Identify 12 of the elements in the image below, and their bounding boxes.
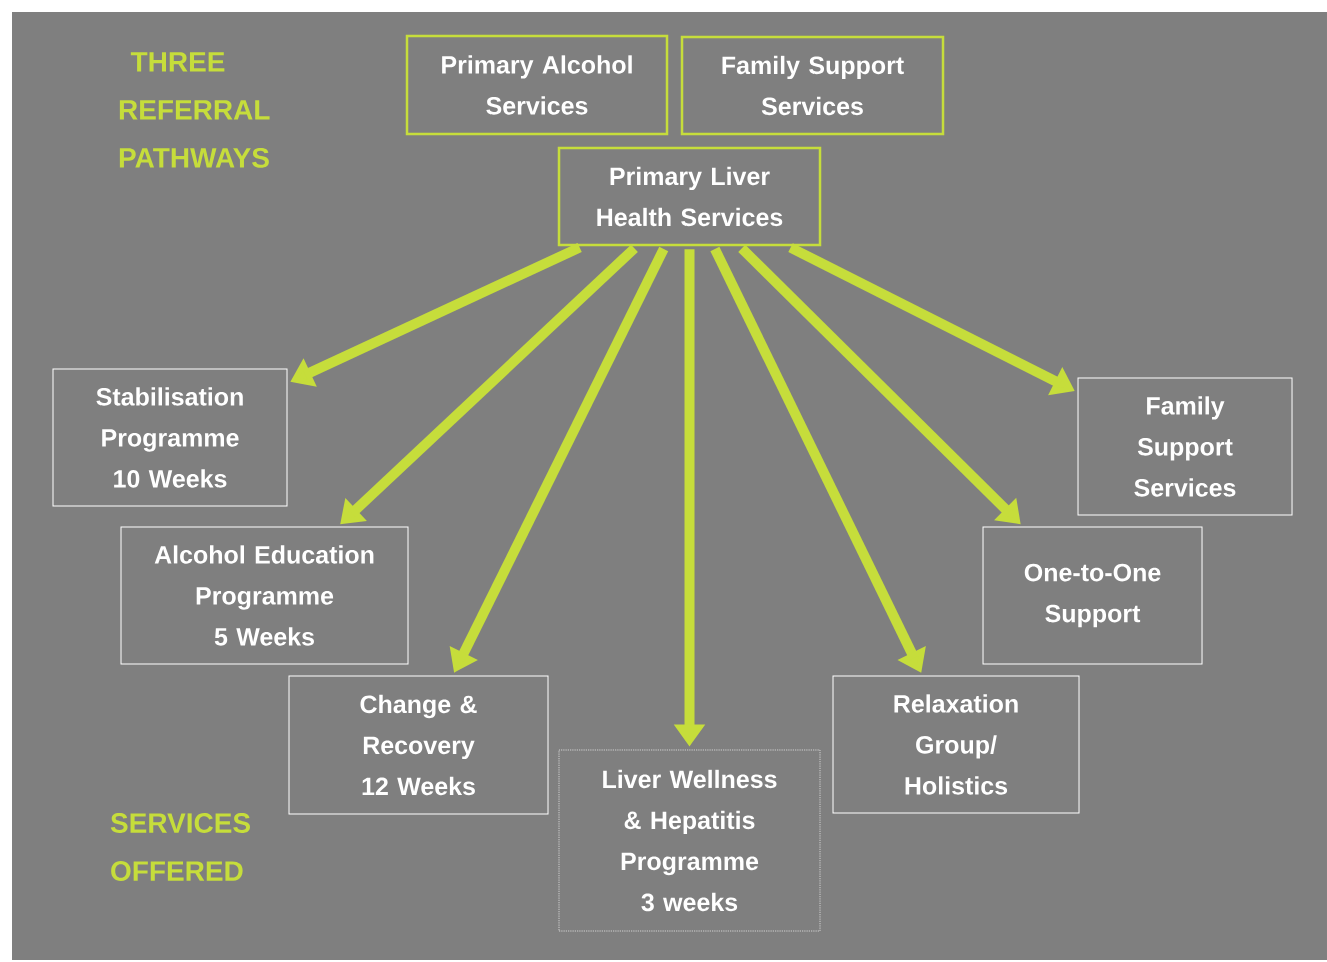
pathway-box: Primary Alcohol Services (405, 34, 669, 136)
pathway-box: Primary Liver Health Services (557, 146, 822, 247)
pathway-box: Family Support Services (680, 35, 945, 136)
service-box: Change & Recovery 12 Weeks (288, 675, 549, 815)
service-box: Family Support Services (1077, 377, 1293, 516)
service-box: Alcohol Education Programme 5 Weeks (120, 526, 409, 665)
service-box: One-to-One Support (982, 526, 1203, 665)
heading: SERVICES OFFERED (110, 813, 250, 881)
service-box: Relaxation Group/ Holistics (832, 675, 1080, 814)
service-box: Stabilisation Programme 10 Weeks (52, 368, 288, 507)
service-box: Liver Wellness & Hepatitis Programme 3 weeks (558, 749, 821, 932)
heading: THREE REFERRAL PATHWAYS (119, 52, 270, 168)
